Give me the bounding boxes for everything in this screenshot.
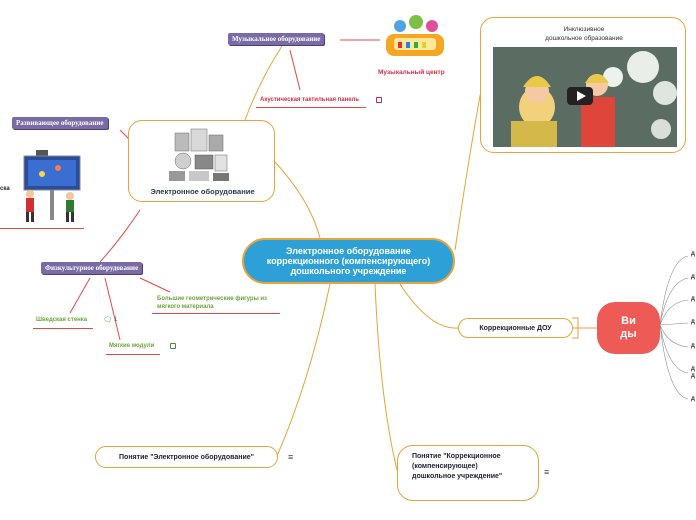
comment-count: 1 — [114, 317, 118, 323]
geometric-figures-label[interactable]: Большие геометрические фигуры из мягкого… — [157, 296, 268, 310]
swedish-wall-underline — [33, 328, 93, 329]
central-topic[interactable]: Электронное оборудование коррекционного … — [242, 238, 455, 284]
type-item[interactable]: д д — [691, 366, 695, 379]
music-center-image — [386, 15, 444, 56]
video-thumbnail[interactable] — [493, 47, 677, 147]
soft-modules-link-icon[interactable] — [170, 343, 176, 349]
correction-dou-node[interactable]: Коррекционные ДОУ — [458, 318, 573, 338]
concept-correction-node[interactable]: Понятие "Коррекционное (компенсирующее) … — [397, 445, 539, 501]
play-icon — [577, 91, 586, 101]
soft-modules-label[interactable]: Мягкие модули — [109, 343, 155, 349]
interactive-board-image — [23, 150, 81, 222]
type-item[interactable]: д — [691, 343, 695, 349]
music-center-label[interactable]: Музыкальный центр — [378, 69, 445, 76]
developing-equipment-label: Развивающее оборудование — [16, 119, 104, 127]
electronic-equipment-label: Электронное оборудование — [150, 187, 255, 196]
concept-electronic-label: Понятие "Электронное оборудование" — [119, 453, 254, 461]
acoustic-panel-label[interactable]: Акустическая тактильная панель — [260, 97, 360, 103]
sport-equipment-label: Физкультурное оборудование — [45, 264, 139, 272]
appliances-image — [169, 128, 229, 181]
soft-modules-underline — [106, 354, 160, 355]
central-topic-label: Электронное оборудование коррекционного … — [266, 246, 431, 276]
concept-correction-label: Понятие "Коррекционное (компенсирующее) … — [412, 453, 503, 480]
types-label: Ви ды — [620, 315, 637, 340]
swedish-wall-label[interactable]: Шведская стенка — [36, 317, 88, 323]
inclusive-title-line2: дошкольное образование — [545, 35, 623, 42]
inclusive-education-title: Инклюзивное дошкольное образование — [481, 25, 687, 43]
types-node[interactable]: Ви ды — [597, 302, 660, 354]
notes-icon[interactable]: ≡ — [288, 452, 294, 462]
music-equipment-label: Музыкальное оборудование — [232, 35, 321, 43]
electronic-equipment-node[interactable]: Электронное оборудование — [128, 120, 275, 202]
type-item[interactable]: д — [691, 319, 695, 325]
acoustic-panel-underline — [256, 107, 366, 108]
board-underline — [0, 228, 84, 229]
sport-equipment-tag[interactable]: Физкультурное оборудование — [41, 262, 143, 274]
correction-dou-label: Коррекционные ДОУ — [479, 324, 552, 332]
concept-electronic-node[interactable]: Понятие "Электронное оборудование" — [95, 446, 278, 468]
type-item[interactable]: д — [691, 274, 695, 280]
inclusive-education-node[interactable]: Инклюзивное дошкольное образование — [480, 17, 686, 153]
geometric-figures-underline — [152, 313, 280, 314]
inclusive-title-line1: Инклюзивное — [563, 26, 605, 33]
comment-icon[interactable]: 🗨 — [103, 317, 112, 324]
developing-equipment-tag[interactable]: Развивающее оборудование — [12, 117, 108, 129]
music-equipment-tag[interactable]: Музыкальное оборудование — [228, 33, 325, 45]
notes-icon[interactable]: ≡ — [544, 467, 550, 477]
type-item[interactable]: д — [691, 296, 695, 302]
type-item[interactable]: д — [691, 251, 695, 257]
type-item[interactable]: д — [691, 396, 695, 402]
external-link-icon[interactable] — [376, 97, 382, 103]
board-label-fragment: ска — [0, 186, 10, 192]
